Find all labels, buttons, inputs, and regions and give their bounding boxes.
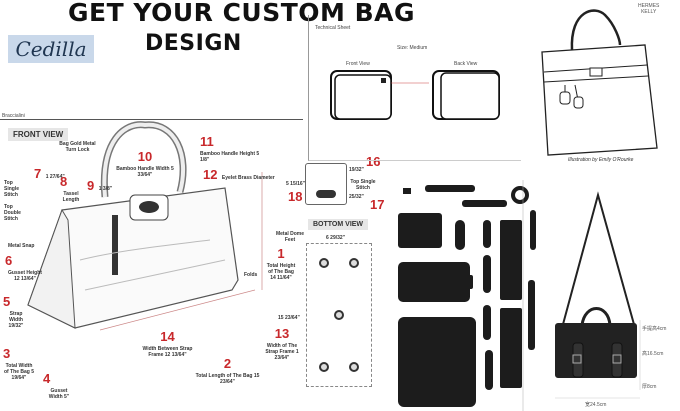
callout-9: 9 1 3/8" bbox=[87, 178, 113, 193]
bottom-height: 15 23/64" bbox=[278, 315, 300, 321]
callout-12: 12 Eyelet Brass Diameter bbox=[203, 167, 275, 182]
top-single-stitch-label: Top Single Stitch bbox=[4, 180, 20, 198]
kelly-sketch bbox=[541, 9, 658, 156]
brand-label: Braccialini bbox=[2, 113, 25, 119]
handle-height-label: 手提高4cm bbox=[642, 326, 667, 332]
lock-label: Bag Gold Metal Turn Lock bbox=[59, 141, 96, 153]
dim-a: 5 15/16" bbox=[286, 181, 306, 187]
depth-label: 厚8cm bbox=[642, 384, 657, 390]
divider bbox=[0, 119, 303, 120]
top-double-stitch-label: Top Double Stitch bbox=[4, 204, 21, 222]
dome-feet bbox=[319, 258, 359, 372]
metal-snap-label: Metal Snap bbox=[8, 243, 35, 249]
pattern-pieces bbox=[398, 180, 536, 411]
size-label: Size: Medium bbox=[397, 45, 428, 51]
dim-c: 25/32" bbox=[349, 194, 364, 200]
front-view-label: Front View bbox=[346, 61, 370, 67]
callout-7: 7 1 27/64" bbox=[34, 166, 65, 181]
tech-sketch bbox=[330, 70, 500, 120]
callout-16: 16 bbox=[366, 154, 381, 169]
bottom-width: 6 29/32" bbox=[326, 235, 346, 241]
feet-label: Metal Dome Feet bbox=[275, 231, 305, 243]
stitch-label: Top Single Stitch bbox=[350, 179, 376, 191]
technical-sheet: Technical Sheet Size: Medium Front View … bbox=[308, 15, 521, 161]
callout-17: 17 bbox=[370, 197, 385, 212]
front-view-tag: FRONT VIEW bbox=[8, 128, 69, 141]
satchel-photo: 手提高4cm 高16.5cm 厚8cm 宽24.5cm bbox=[540, 190, 680, 411]
height-label: 高16.5cm bbox=[642, 351, 664, 357]
dim-b: 19/32" bbox=[349, 167, 364, 173]
satchel-image bbox=[555, 191, 641, 399]
illustration-credit: Illustration by Emily O'Rourke bbox=[568, 157, 634, 163]
bag-sketch bbox=[27, 121, 263, 331]
lock-icon bbox=[316, 190, 336, 198]
side-bottom-drawing: 16 19/32" Top Single Stitch 25/32" 17 5 … bbox=[276, 154, 395, 411]
headline-line2: DESIGN bbox=[145, 31, 242, 56]
back-view-label: Back View bbox=[454, 61, 478, 67]
headline-line1: GET YOUR CUSTOM BAG bbox=[68, 0, 416, 27]
side-panel bbox=[305, 163, 347, 205]
bottom-panel bbox=[306, 243, 372, 387]
folds-label: Folds bbox=[244, 272, 258, 278]
brand-logo: Cedilla bbox=[8, 35, 94, 63]
width-label: 宽24.5cm bbox=[585, 402, 607, 408]
tech-sheet-title: Technical Sheet bbox=[315, 25, 351, 31]
callout-18: 18 bbox=[288, 189, 303, 204]
bottom-view-tag: BOTTOM VIEW bbox=[308, 219, 369, 230]
